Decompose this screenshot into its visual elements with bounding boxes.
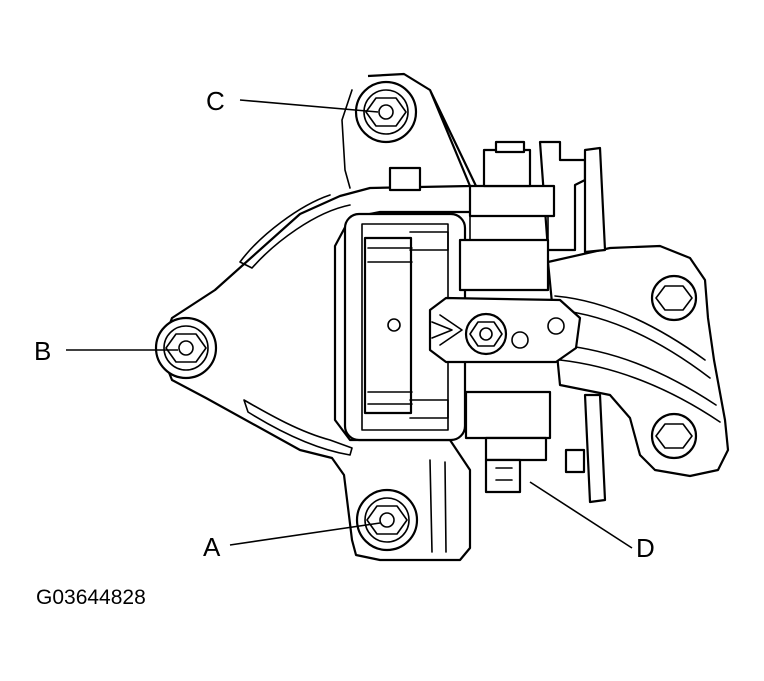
side-rail	[538, 140, 607, 504]
upper-block	[388, 140, 556, 292]
bolt-a	[355, 488, 419, 552]
leader-line-a	[229, 522, 381, 546]
triangular-bracket	[158, 72, 478, 562]
callout-c: C	[206, 86, 225, 116]
cradle-frame	[343, 212, 467, 442]
callout-d: D	[636, 533, 655, 563]
figure-id: G03644828	[36, 586, 146, 609]
leader-line-d	[529, 481, 633, 549]
bolt-b	[154, 316, 218, 380]
callout-a: A	[203, 532, 221, 562]
lower-block	[464, 390, 552, 494]
pivot-arm	[428, 296, 582, 364]
bolt-c	[354, 80, 418, 144]
leader-line-c	[239, 99, 379, 113]
callout-b: B	[34, 336, 51, 366]
rear-mount-plate	[546, 244, 730, 478]
